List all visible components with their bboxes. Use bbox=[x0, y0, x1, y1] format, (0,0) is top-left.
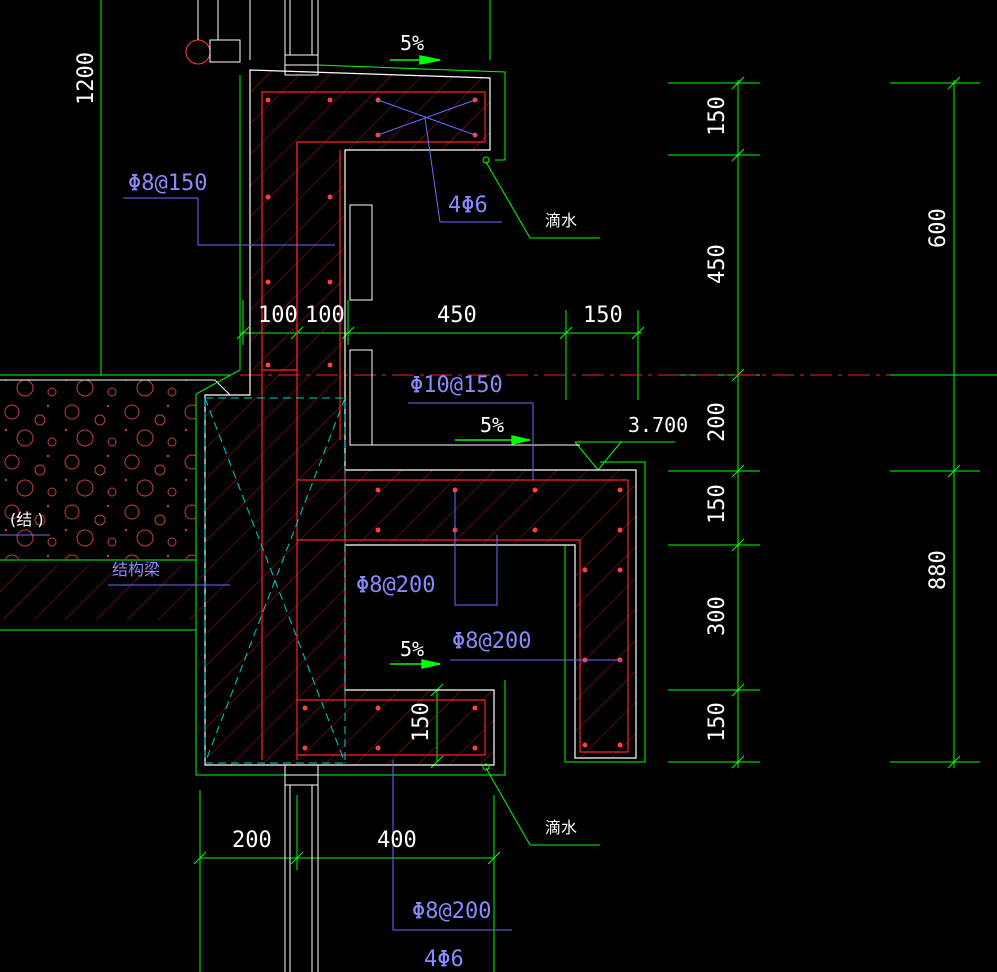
elevation-label: 3.700 bbox=[628, 413, 688, 437]
slope-bottom-label: 5% bbox=[400, 637, 424, 661]
dim-v-200: 200 bbox=[705, 402, 730, 442]
slope-arrows bbox=[390, 55, 531, 669]
dim-1200: 1200 bbox=[74, 52, 99, 105]
gravel-border bbox=[0, 379, 231, 396]
dim-v-150-a: 150 bbox=[705, 96, 730, 136]
dim-150-inner: 150 bbox=[409, 702, 434, 742]
labels: 5% 5% 5% Φ8@150 4Φ6 Φ10@150 Φ8@200 Φ8@20… bbox=[10, 31, 951, 972]
rebar-4phi6-bottom-label: 4Φ6 bbox=[424, 947, 464, 972]
gravel-fill bbox=[0, 380, 196, 560]
slope-mid-label: 5% bbox=[480, 413, 504, 437]
rebar-phi10-150-label: Φ10@150 bbox=[410, 373, 503, 398]
dim-v-300: 300 bbox=[705, 596, 730, 636]
rebar-4phi6-top-label: 4Φ6 bbox=[448, 193, 488, 218]
rebar-phi8-200-a-label: Φ8@200 bbox=[356, 573, 435, 598]
frame-outlines bbox=[185, 0, 580, 972]
dim-v-150-c: 150 bbox=[705, 702, 730, 742]
slope-top-label: 5% bbox=[400, 31, 424, 55]
dim-v-150-b: 150 bbox=[705, 484, 730, 524]
structure-note-label: (结 ) bbox=[10, 510, 44, 529]
rebar-phi8-150-label: Φ8@150 bbox=[128, 171, 207, 196]
leader-lines bbox=[0, 99, 620, 931]
drip-top-label: 滴水 bbox=[545, 211, 577, 230]
dim-100-b: 100 bbox=[305, 303, 345, 328]
drip-bottom-label: 滴水 bbox=[545, 818, 577, 837]
dim-v-880: 880 bbox=[926, 550, 951, 590]
drip-point-bottom bbox=[482, 763, 490, 771]
rebar-phi8-200-c-label: Φ8@200 bbox=[412, 899, 491, 924]
dim-150-h: 150 bbox=[583, 303, 623, 328]
rebar-phi8-200-b-label: Φ8@200 bbox=[452, 629, 531, 654]
dim-v-450: 450 bbox=[705, 244, 730, 284]
concrete-section bbox=[0, 69, 637, 766]
drip-point-top bbox=[482, 156, 490, 164]
dim-200-bottom: 200 bbox=[232, 828, 272, 853]
dim-450-h: 450 bbox=[437, 303, 477, 328]
dim-400-bottom: 400 bbox=[377, 828, 417, 853]
dim-100-a: 100 bbox=[258, 303, 298, 328]
structural-beam-label: 结构梁 bbox=[112, 560, 160, 579]
dim-v-600: 600 bbox=[926, 208, 951, 248]
